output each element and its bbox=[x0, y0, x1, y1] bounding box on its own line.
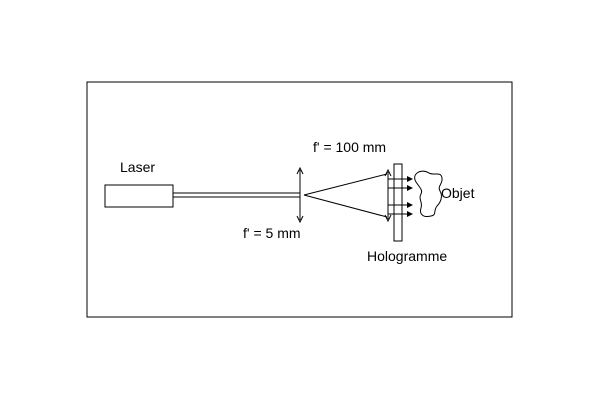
hologram-label: Hologramme bbox=[367, 248, 447, 264]
long-lens-label: f' = 100 mm bbox=[313, 139, 386, 155]
hologram-plate bbox=[393, 163, 403, 242]
laser-beam bbox=[173, 192, 300, 198]
short-lens-label: f' = 5 mm bbox=[243, 225, 301, 241]
object-shape bbox=[414, 170, 443, 217]
object-label: Objet bbox=[441, 185, 475, 201]
long-focal-lens bbox=[384, 168, 392, 223]
laser-label: Laser bbox=[120, 159, 155, 175]
laser-box bbox=[104, 184, 174, 208]
short-focal-lens bbox=[296, 166, 304, 224]
rays-through-plate bbox=[390, 178, 412, 215]
diagram-frame bbox=[86, 81, 513, 318]
diverging-beam bbox=[303, 173, 388, 218]
